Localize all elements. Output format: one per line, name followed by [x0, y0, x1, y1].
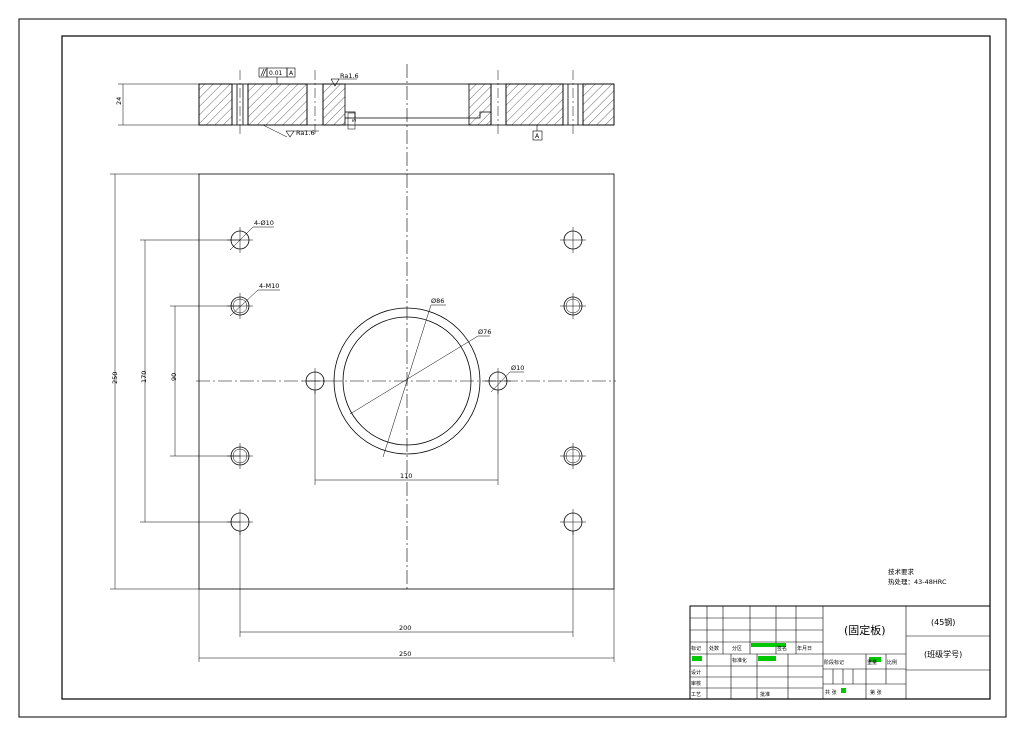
hatch-region: [505, 83, 564, 126]
bore-inner: [342, 316, 472, 446]
hatch-region: [198, 83, 233, 126]
hatch-region: [322, 83, 346, 126]
hatch-region: [582, 83, 615, 126]
title-block: [689, 605, 991, 700]
datum-a-label: A: [535, 133, 540, 140]
roughness-bottom: Ra1.6: [296, 129, 315, 137]
tb-label: 工艺: [691, 692, 701, 698]
dim-90: 90: [170, 373, 178, 381]
technical-notes: 技术要求 热处理：43-48HRC: [888, 567, 947, 586]
plate-outline: [198, 173, 615, 590]
flatness-datum: A: [289, 70, 294, 77]
notes-title: 技术要求: [888, 567, 915, 576]
step-depth-text: 5: [352, 118, 358, 122]
tb-label: 比例: [887, 659, 897, 666]
tb-label: 标准化: [732, 657, 747, 664]
part-name: (固定板): [844, 623, 886, 637]
bore-outer: [333, 307, 481, 455]
flatness-value: 0.01: [269, 70, 283, 77]
tb-label: 审核: [691, 680, 701, 687]
dim-110: 110: [400, 472, 412, 480]
roughness-top: Ra1.6: [340, 72, 359, 80]
dim-250-height: 250: [111, 372, 119, 384]
dim-170: 170: [140, 371, 148, 383]
tb-label: 标记: [691, 645, 701, 652]
tb-label: 第 张: [870, 689, 882, 696]
tb-label: 分区: [732, 645, 742, 652]
dim-200: 200: [399, 624, 411, 632]
tb-label: 批准: [760, 691, 770, 698]
tb-label: 处数: [709, 645, 719, 652]
title-block-text: (固定板) (45钢) (班级学号) 标记 处数 分区 设计 审核 工艺 签名 …: [691, 617, 962, 698]
tb-label: 设计: [691, 669, 701, 676]
tb-label: 共 张: [825, 689, 837, 696]
inner-border: [61, 35, 991, 700]
dim-250-width: 250: [399, 650, 411, 658]
plan-view: [110, 152, 616, 662]
tb-label: 阶段标记: [824, 659, 844, 666]
hole-label-threaded: 4-M10: [259, 282, 279, 290]
outer-border: [18, 18, 1007, 718]
plan-labels: 4-Ø10 4-M10 Ø86 Ø76 Ø10 110 200 250 250 …: [111, 219, 524, 658]
tb-label: 签名: [777, 645, 787, 652]
hatch-region: [247, 83, 308, 126]
side-hole-label: Ø10: [511, 364, 524, 372]
hatch-region: [468, 83, 492, 126]
thickness-dim-text: 24: [115, 97, 123, 105]
tb-label: 年月日: [797, 645, 812, 652]
title-block-highlights: [692, 643, 881, 693]
notes-line-1: 热处理：43-48HRC: [888, 577, 947, 586]
section-view: [118, 64, 615, 150]
material: (45钢): [931, 617, 955, 627]
bore-inner-label: Ø76: [478, 328, 491, 336]
bore-outer-label: Ø86: [431, 297, 444, 305]
section-labels: 24 0.01 A Ra1.6 Ra1.6 5 A: [115, 70, 540, 140]
hole-label-plain: 4-Ø10: [254, 219, 274, 227]
class-id: (班级学号): [924, 649, 962, 659]
tb-label: 重量: [867, 659, 877, 666]
